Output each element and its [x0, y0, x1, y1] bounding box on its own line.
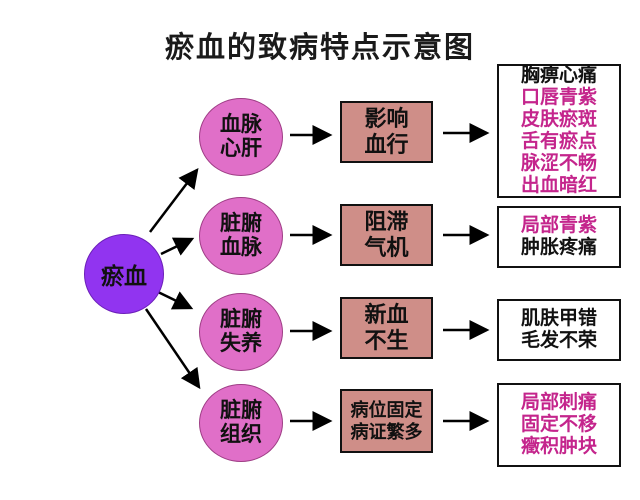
branch-circle-4-line-1: 脏腑 — [220, 398, 262, 422]
arrow-root-to-circle-3 — [157, 290, 194, 310]
branch-circle-3-line-2: 失养 — [220, 332, 262, 355]
symptom-line: 局部刺痛 — [520, 392, 597, 413]
symptom-line: 固定不移 — [520, 414, 597, 435]
result-box-4: 局部刺痛 固定不移 癥积肿块 — [497, 383, 621, 467]
process-box-1-line-1: 影响 — [364, 105, 409, 131]
process-box-2: 阻滞 气机 — [340, 204, 433, 266]
symptom-line: 口唇青紫 — [520, 87, 597, 108]
branch-circle-2: 脏腑 血脉 — [199, 197, 283, 275]
arrow-root-to-circle-4 — [144, 308, 201, 390]
result-box-1: 胸痹心痛 口唇青紫 皮肤瘀斑 舌有瘀点 脉涩不畅 出血暗红 — [497, 64, 621, 198]
arrow-root-to-circle-1 — [149, 168, 199, 233]
process-box-1-line-2: 血行 — [364, 132, 409, 157]
symptom-line: 皮肤瘀斑 — [520, 109, 597, 130]
branch-circle-1: 血脉 心肝 — [199, 98, 283, 176]
symptom-line: 肿胀疼痛 — [520, 237, 597, 258]
branch-circle-4-line-2: 组织 — [220, 423, 262, 446]
process-box-3-line-1: 新血 — [364, 301, 409, 327]
branch-circle-2-line-2: 血脉 — [220, 236, 262, 259]
process-box-2-line-1: 阻滞 — [364, 208, 409, 234]
branch-circle-1-line-1: 血脉 — [220, 112, 262, 136]
symptom-line: 舌有瘀点 — [520, 131, 597, 152]
root-node-label: 瘀血 — [101, 263, 147, 289]
branch-circle-1-line-2: 心肝 — [220, 137, 262, 160]
process-box-1: 影响 血行 — [340, 101, 433, 163]
result-box-2: 局部青紫 肿胀疼痛 — [497, 206, 621, 268]
symptom-line: 肌肤甲错 — [520, 308, 597, 329]
symptom-line: 出血暗红 — [520, 175, 597, 196]
symptom-line: 胸痹心痛 — [520, 65, 597, 86]
symptom-line: 毛发不荣 — [520, 330, 597, 351]
process-box-3-line-2: 不生 — [364, 328, 409, 353]
root-node-yuxue: 瘀血 — [84, 234, 164, 314]
symptom-line: 癥积肿块 — [520, 436, 597, 457]
result-box-3: 肌肤甲错 毛发不荣 — [497, 299, 621, 361]
branch-circle-2-line-1: 脏腑 — [220, 211, 262, 235]
process-box-4-line-2: 病证繁多 — [350, 422, 423, 442]
branch-circle-3-line-1: 脏腑 — [220, 307, 262, 331]
branch-circle-4: 脏腑 组织 — [199, 384, 283, 462]
symptom-line: 脉涩不畅 — [520, 153, 597, 174]
symptom-line: 局部青紫 — [520, 215, 597, 236]
branch-circle-3: 脏腑 失养 — [199, 293, 283, 371]
page-title: 瘀血的致病特点示意图 — [164, 32, 475, 64]
process-box-3: 新血 不生 — [340, 297, 433, 359]
process-box-4-line-1: 病位固定 — [350, 399, 423, 420]
process-box-4: 病位固定 病证繁多 — [340, 389, 433, 453]
arrow-root-to-circle-2 — [160, 237, 195, 256]
process-box-2-line-2: 气机 — [364, 235, 409, 260]
